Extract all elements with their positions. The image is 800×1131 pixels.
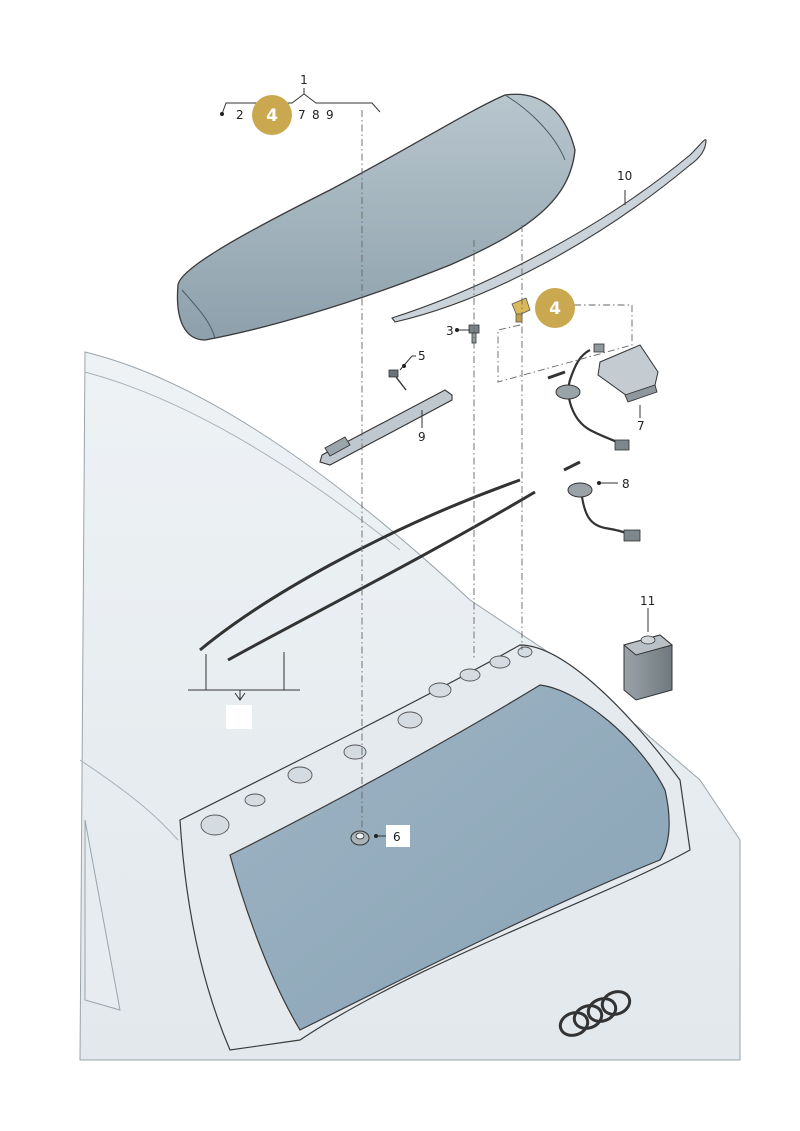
- callout-7b: 7: [637, 419, 645, 433]
- arrow-dots: [220, 112, 601, 838]
- callout-10: 10: [617, 169, 632, 183]
- callout-3: 3: [446, 324, 454, 338]
- callout-8b: 8: [622, 477, 630, 491]
- callout-1: 1: [300, 73, 308, 87]
- callout-11: 11: [640, 594, 655, 608]
- callout-5: 5: [418, 349, 426, 363]
- bracket-seals: [188, 652, 300, 729]
- car-rings-logo-icon: [558, 990, 632, 1037]
- clip-nut-part-4: [511, 297, 531, 323]
- callout-6: 6: [393, 830, 401, 844]
- callout-9b: 9: [418, 430, 426, 444]
- leader-lines: [376, 190, 649, 837]
- seal-strip-part: [391, 139, 707, 323]
- badge-top: 4: [252, 95, 292, 135]
- callout-7: 7: [298, 108, 306, 122]
- washer-nozzle-part-7: [547, 343, 659, 451]
- spoiler-part: [176, 93, 576, 341]
- svg-text:4: 4: [266, 106, 278, 126]
- callout-9: 9: [326, 108, 334, 122]
- washer-hose-part-8: [563, 460, 641, 542]
- bracket-part-1: [221, 88, 381, 115]
- svg-text:4: 4: [549, 299, 561, 319]
- nut-part-6: [350, 830, 370, 846]
- badge-side: 4: [535, 288, 575, 328]
- tailgate-seal-pair: [199, 478, 536, 662]
- callout-labels: 1 2 7 8 9 10 3 5 9 7 8 11 6: [236, 73, 655, 847]
- rear-window-glass: [229, 684, 670, 1031]
- callout-2: 2: [236, 108, 244, 122]
- brake-light-part: [319, 369, 453, 466]
- fluid-bottle-part-11: [622, 634, 674, 701]
- callout-8: 8: [312, 108, 320, 122]
- assembly-lines: [361, 110, 633, 830]
